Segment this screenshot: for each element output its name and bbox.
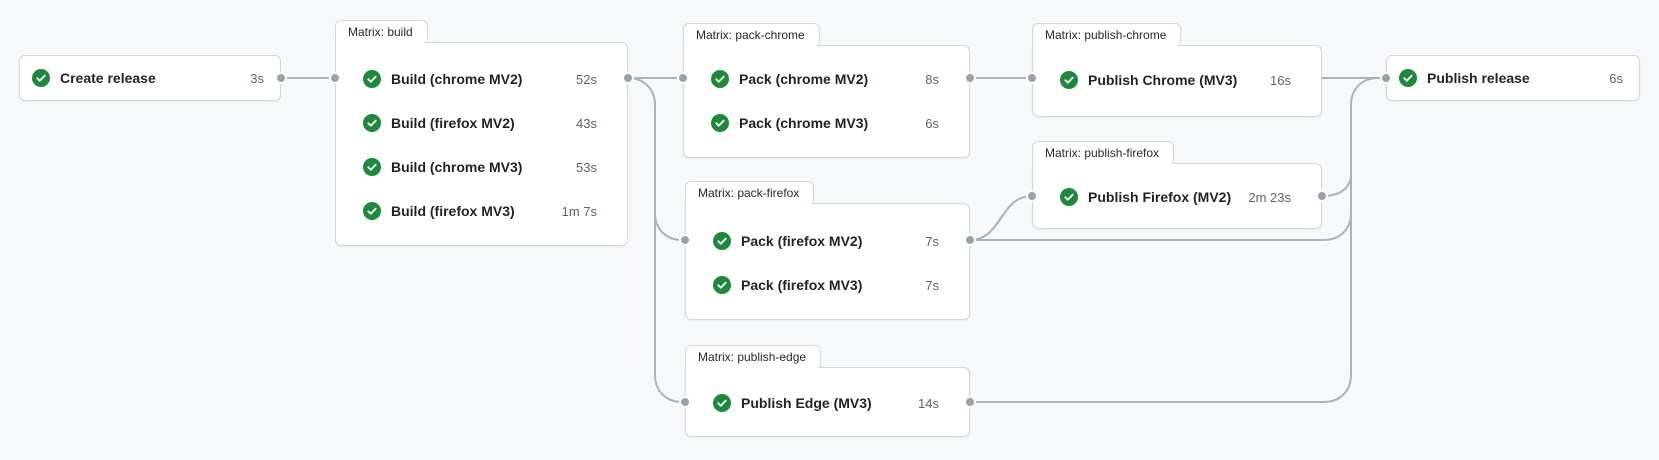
matrix-group-pack-firefox: Matrix: pack-firefox Pack (firefox MV2) …: [685, 181, 970, 320]
check-circle-icon: [363, 114, 381, 132]
matrix-tab-publish-chrome: Matrix: publish-chrome: [1032, 23, 1182, 46]
job-label: Build (firefox MV3): [391, 203, 515, 219]
job-duration: 7s: [925, 233, 939, 249]
matrix-group-publish-chrome: Matrix: publish-chrome Publish Chrome (M…: [1032, 23, 1322, 117]
job-duration: 52s: [576, 71, 597, 87]
job-label: Build (chrome MV2): [391, 71, 523, 87]
job-label: Build (firefox MV2): [391, 115, 515, 131]
check-circle-icon: [713, 276, 731, 294]
job-duration: 8s: [925, 71, 939, 87]
job-label: Pack (firefox MV3): [741, 277, 863, 293]
check-circle-icon: [713, 232, 731, 250]
matrix-box-pack-firefox: Pack (firefox MV2) 7s Pack (firefox MV3)…: [685, 203, 970, 320]
matrix-group-build: Matrix: build Build (chrome MV2) 52s Bui…: [335, 20, 628, 246]
matrix-tab-pack-chrome: Matrix: pack-chrome: [683, 23, 820, 46]
matrix-group-publish-edge: Matrix: publish-edge Publish Edge (MV3) …: [685, 345, 970, 437]
matrix-tab-build: Matrix: build: [335, 20, 428, 43]
job-duration: 16s: [1270, 72, 1291, 88]
check-circle-icon: [32, 69, 50, 87]
edge-build-to-pack-firefox: [654, 212, 685, 241]
job-duration: 14s: [918, 395, 939, 411]
edge-publish-firefox-to-release: [1321, 172, 1352, 197]
matrix-box-pack-chrome: Pack (chrome MV2) 8s Pack (chrome MV3) 6…: [683, 45, 970, 158]
job-node-publish-release[interactable]: Publish release 6s: [1386, 55, 1640, 101]
matrix-box-publish-edge: Publish Edge (MV3) 14s: [685, 367, 970, 437]
job-duration: 53s: [576, 159, 597, 175]
matrix-group-publish-firefox: Matrix: publish-firefox Publish Firefox …: [1032, 141, 1322, 229]
job-row-publish-edge-mv3[interactable]: Publish Edge (MV3) 14s: [686, 381, 969, 425]
job-label: Build (chrome MV3): [391, 159, 523, 175]
check-circle-icon: [1399, 69, 1417, 87]
check-circle-icon: [363, 70, 381, 88]
job-label: Pack (chrome MV2): [739, 71, 869, 87]
job-duration: 2m 23s: [1248, 189, 1291, 205]
matrix-box-publish-firefox: Publish Firefox (MV2) 2m 23s: [1032, 163, 1322, 229]
check-circle-icon: [363, 158, 381, 176]
check-circle-icon: [711, 70, 729, 88]
job-duration: 6s: [925, 115, 939, 131]
check-circle-icon: [711, 114, 729, 132]
job-label: Publish release: [1427, 70, 1530, 86]
job-label: Pack (chrome MV3): [739, 115, 869, 131]
job-duration: 43s: [576, 115, 597, 131]
job-row-pack-chrome-mv2[interactable]: Pack (chrome MV2) 8s: [684, 57, 969, 101]
job-row-pack-chrome-mv3[interactable]: Pack (chrome MV3) 6s: [684, 101, 969, 145]
matrix-box-publish-chrome: Publish Chrome (MV3) 16s: [1032, 45, 1322, 117]
check-circle-icon: [1060, 188, 1078, 206]
job-duration: 1m 7s: [561, 203, 597, 219]
edge-publish-edge-to-release: [970, 77, 1386, 403]
matrix-tab-publish-edge: Matrix: publish-edge: [685, 345, 822, 368]
edge-build-to-publish-edge: [627, 77, 685, 403]
job-label: Publish Firefox (MV2): [1088, 189, 1232, 205]
check-circle-icon: [1060, 71, 1078, 89]
job-row-build-chrome-mv3[interactable]: Build (chrome MV3) 53s: [336, 145, 627, 189]
job-label: Create release: [60, 70, 156, 86]
job-duration: 3s: [250, 70, 264, 86]
edge-pack-firefox-to-publish-firefox: [969, 195, 1033, 241]
job-row-pack-firefox-mv3[interactable]: Pack (firefox MV3) 7s: [686, 263, 969, 307]
matrix-tab-publish-firefox: Matrix: publish-firefox: [1032, 141, 1175, 164]
job-row-publish-firefox-mv2[interactable]: Publish Firefox (MV2) 2m 23s: [1033, 175, 1321, 219]
job-node-create-release[interactable]: Create release 3s: [19, 55, 281, 101]
job-label: Publish Chrome (MV3): [1088, 72, 1238, 88]
check-circle-icon: [363, 202, 381, 220]
job-row-build-firefox-mv3[interactable]: Build (firefox MV3) 1m 7s: [336, 189, 627, 233]
check-circle-icon: [713, 394, 731, 412]
job-duration: 7s: [925, 277, 939, 293]
job-duration: 6s: [1609, 70, 1623, 86]
matrix-box-build: Build (chrome MV2) 52s Build (firefox MV…: [335, 42, 628, 246]
job-row-pack-firefox-mv2[interactable]: Pack (firefox MV2) 7s: [686, 219, 969, 263]
job-row-build-firefox-mv2[interactable]: Build (firefox MV2) 43s: [336, 101, 627, 145]
job-row-build-chrome-mv2[interactable]: Build (chrome MV2) 52s: [336, 57, 627, 101]
job-row-publish-chrome-mv3[interactable]: Publish Chrome (MV3) 16s: [1033, 58, 1321, 102]
matrix-group-pack-chrome: Matrix: pack-chrome Pack (chrome MV2) 8s…: [683, 23, 970, 158]
matrix-tab-pack-firefox: Matrix: pack-firefox: [685, 181, 815, 204]
job-label: Pack (firefox MV2): [741, 233, 863, 249]
job-label: Publish Edge (MV3): [741, 395, 872, 411]
